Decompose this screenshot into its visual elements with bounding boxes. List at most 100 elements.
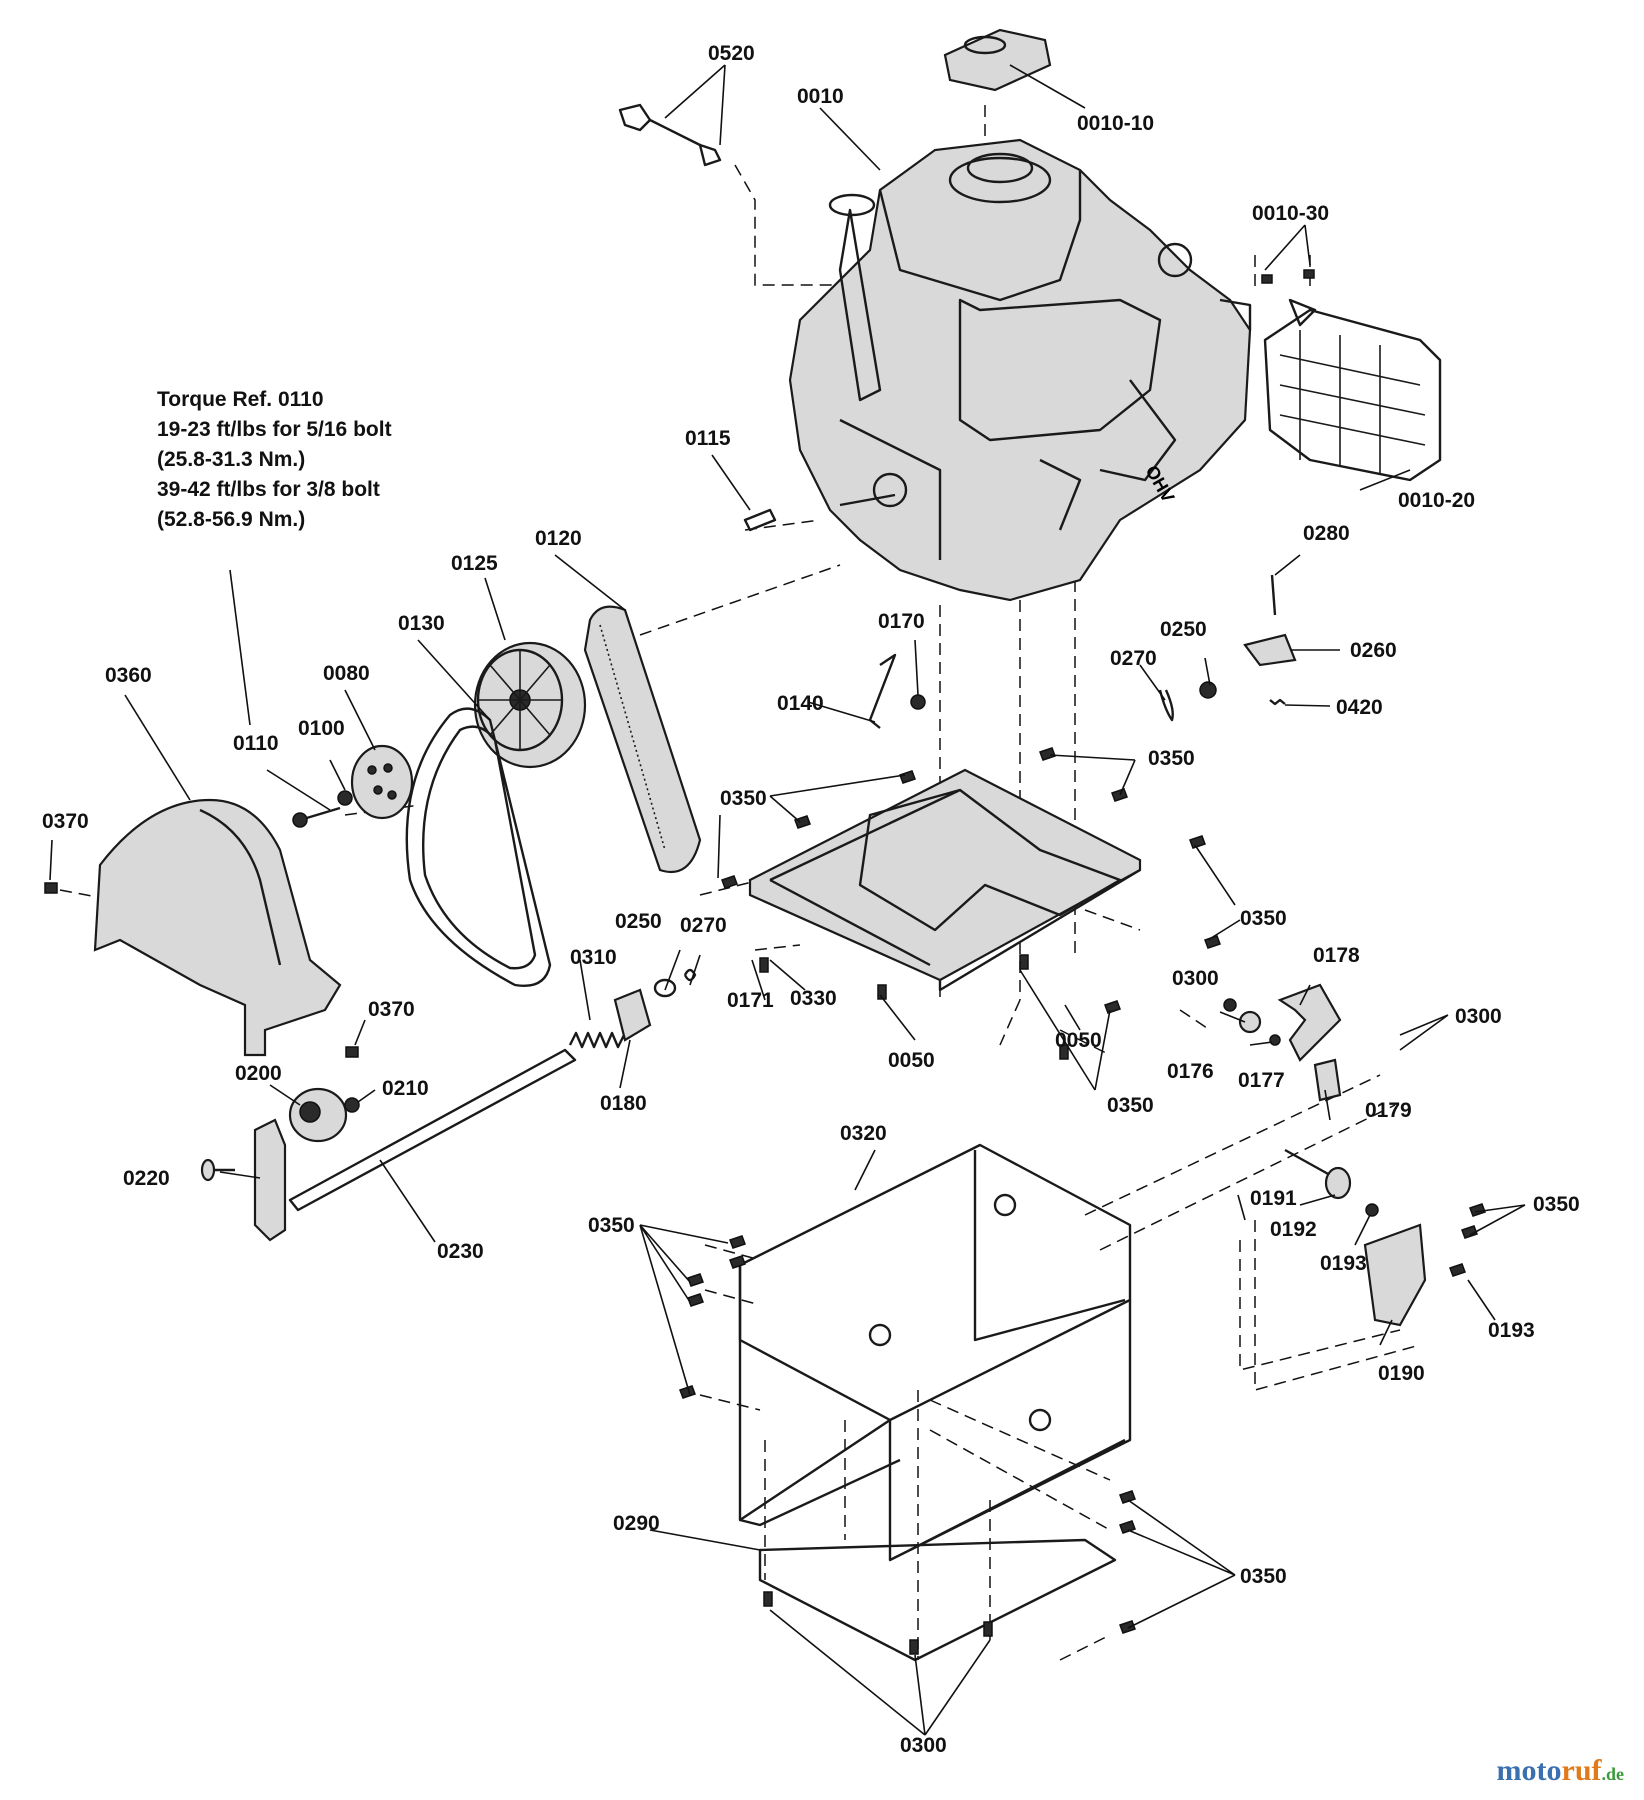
part-label: 0050 <box>888 1049 935 1072</box>
screw-icon <box>345 1046 359 1058</box>
spring-part <box>1269 698 1286 706</box>
control-rod <box>288 1048 577 1212</box>
part-label: 0100 <box>298 717 345 740</box>
mounting-plate <box>748 768 1142 992</box>
bracket-part <box>1277 983 1342 1062</box>
part-label: 0230 <box>437 1240 484 1263</box>
torque-note: Torque Ref. 0110 19-23 ft/lbs for 5/16 b… <box>157 388 392 531</box>
pin-part <box>1270 574 1277 616</box>
part-label: 0010-30 <box>1252 202 1329 225</box>
part-label: 0190 <box>1378 1362 1425 1385</box>
torque-note-line: Torque Ref. 0110 <box>157 388 324 411</box>
throttle-shaft <box>618 103 722 167</box>
lever-part <box>868 653 897 729</box>
leader-lines <box>49 64 1526 1736</box>
washer-part <box>1199 681 1217 699</box>
washer-part <box>337 790 353 806</box>
part-label: 0350 <box>1533 1193 1580 1216</box>
part-label: 0125 <box>451 552 498 575</box>
frame-assembly <box>738 1143 1132 1562</box>
part-labels: 0520 0010 0010-10 0010-30 0010-20 0115 0… <box>42 42 1580 1757</box>
bracket-part <box>1243 633 1297 667</box>
toothed-belt <box>583 605 702 874</box>
nut-part <box>1365 1203 1379 1217</box>
idler-arm <box>253 1118 287 1242</box>
part-label: 0080 <box>323 662 370 685</box>
part-label: 0193 <box>1320 1252 1367 1275</box>
part-label: 0320 <box>840 1122 887 1145</box>
bottom-plate <box>758 1538 1117 1662</box>
part-label: 0350 <box>1148 747 1195 770</box>
engine-assembly: OHV <box>788 138 1252 602</box>
bushing-part <box>1324 1166 1352 1200</box>
part-label: 0193 <box>1488 1319 1535 1342</box>
bolt-icon <box>1303 269 1315 279</box>
part-label: 0050 <box>1055 1029 1102 1052</box>
part-label: 0310 <box>570 946 617 969</box>
nut-part <box>344 1097 360 1113</box>
part-label: 0176 <box>1167 1060 1214 1083</box>
torque-note-line: 39-42 ft/lbs for 3/8 bolt <box>157 478 380 501</box>
part-label: 0250 <box>1160 618 1207 641</box>
watermark-brand-b: ruf <box>1561 1754 1602 1787</box>
washer-part <box>653 978 677 998</box>
bolt-part <box>1284 1148 1331 1177</box>
part-label: 0350 <box>1240 907 1287 930</box>
idler-pulley <box>288 1087 348 1143</box>
part-label: 0330 <box>790 987 837 1010</box>
plate-bolts <box>721 747 1221 1060</box>
part-label: 0290 <box>613 1512 660 1535</box>
clip-part <box>1158 689 1174 722</box>
drive-pulley <box>473 641 587 769</box>
part-label: 0010-20 <box>1398 489 1475 512</box>
part-label: 0192 <box>1270 1218 1317 1241</box>
part-label: 0140 <box>777 692 824 715</box>
part-label: 0350 <box>720 787 767 810</box>
part-label: 0350 <box>588 1214 635 1237</box>
part-label: 0420 <box>1336 696 1383 719</box>
bolt-icon <box>1261 274 1273 284</box>
part-label: 0170 <box>878 610 925 633</box>
part-label: 0360 <box>105 664 152 687</box>
watermark-suffix: .de <box>1601 1764 1625 1784</box>
nut-part <box>910 694 926 710</box>
small-pulley <box>350 744 414 820</box>
frame-bolts <box>679 1203 1486 1655</box>
bolt-head <box>292 812 308 828</box>
part-label: 0250 <box>615 910 662 933</box>
key-part <box>743 508 777 532</box>
part-label: 0280 <box>1303 522 1350 545</box>
part-label: 0120 <box>535 527 582 550</box>
watermark-brand-a: moto <box>1496 1754 1562 1787</box>
bracket-part <box>613 988 652 1042</box>
part-label: 0177 <box>1238 1069 1285 1092</box>
part-label: 0370 <box>42 810 89 833</box>
spring-part <box>568 1031 626 1049</box>
part-label: 0110 <box>233 732 279 755</box>
part-label: 0350 <box>1107 1094 1154 1117</box>
part-label: 0180 <box>600 1092 647 1115</box>
part-label: 0270 <box>680 914 727 937</box>
torque-note-line: (25.8-31.3 Nm.) <box>157 448 305 471</box>
pin-head <box>200 1158 216 1182</box>
bracket-part <box>1363 1223 1427 1327</box>
part-label: 0300 <box>1172 967 1219 990</box>
screw-icon <box>44 882 58 894</box>
fuel-cap <box>943 28 1052 92</box>
bolt-head <box>1223 998 1237 1012</box>
part-label: 0010 <box>797 85 844 108</box>
part-label: 0178 <box>1313 944 1360 967</box>
washer-part <box>1238 1010 1262 1034</box>
part-label: 0010-10 <box>1077 112 1154 135</box>
watermark-logo: motoruf.de <box>1497 1754 1624 1788</box>
part-label: 0210 <box>382 1077 429 1100</box>
part-label: 0270 <box>1110 647 1157 670</box>
part-label: 0260 <box>1350 639 1397 662</box>
part-label: 0300 <box>900 1734 947 1757</box>
torque-note-line: (52.8-56.9 Nm.) <box>157 508 305 531</box>
part-label: 0300 <box>1455 1005 1502 1028</box>
part-label: 0350 <box>1240 1565 1287 1588</box>
part-label: 0171 <box>727 989 774 1012</box>
part-label: 0200 <box>235 1062 282 1085</box>
muffler-guard <box>1263 298 1442 482</box>
